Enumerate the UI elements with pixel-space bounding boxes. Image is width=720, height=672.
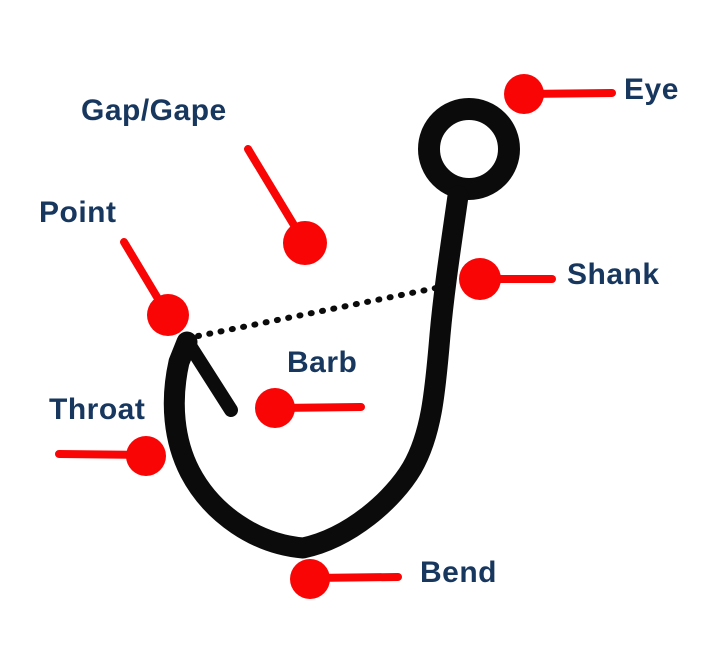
- bend-marker-dot: [290, 559, 330, 599]
- hook-eye-ring: [418, 98, 520, 200]
- label-shank: Shank: [567, 258, 660, 291]
- barb-marker-dot: [255, 388, 295, 428]
- eye-marker-dot: [504, 74, 544, 114]
- shank-marker-dot: [459, 258, 501, 300]
- label-point: Point: [39, 196, 117, 229]
- gap-gape-marker-dot: [283, 221, 327, 265]
- point-marker-dot: [147, 294, 189, 336]
- gap-gape-dotted-line: [195, 284, 444, 339]
- hook-shank-and-bend: [163, 185, 469, 559]
- label-throat: Throat: [49, 393, 146, 426]
- label-gap-gape: Gap/Gape: [81, 94, 227, 127]
- hook-barb-spur: [180, 334, 238, 417]
- throat-marker-dot: [126, 436, 166, 476]
- label-eye: Eye: [624, 73, 679, 106]
- label-barb: Barb: [287, 346, 358, 379]
- label-bend: Bend: [420, 556, 497, 589]
